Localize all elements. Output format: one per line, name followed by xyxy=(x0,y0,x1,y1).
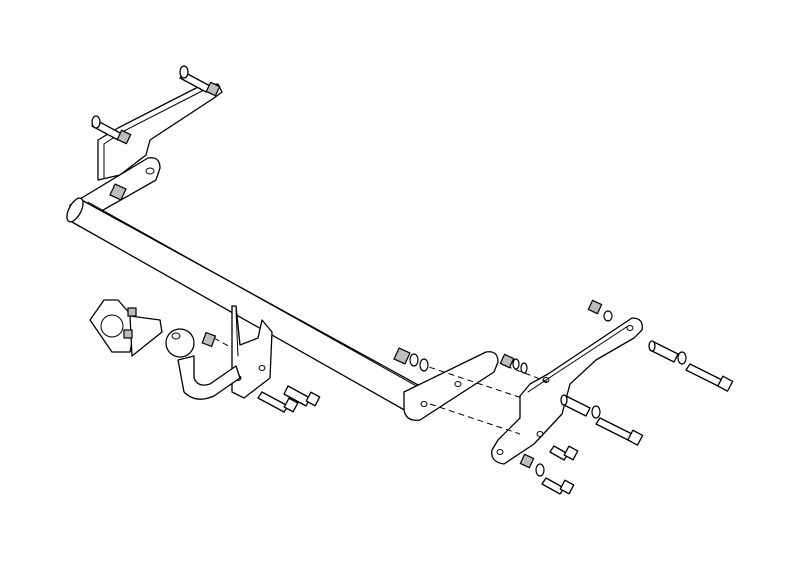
neck-bolt-2 xyxy=(257,391,299,413)
socket-plate xyxy=(89,299,163,357)
assembly-lines xyxy=(213,337,549,435)
neck-bolt-1 xyxy=(283,385,321,407)
spacer-sleeve-lower xyxy=(560,394,601,419)
tow-ball-neck xyxy=(165,305,273,400)
spacer-sleeve-upper xyxy=(648,340,687,365)
short-bolt-2 xyxy=(541,477,575,495)
right-side-bracket xyxy=(491,317,643,465)
center-nut-washer-set-1 xyxy=(393,347,429,372)
center-nut-washer-set-2 xyxy=(499,353,528,374)
long-bolt-lower xyxy=(595,417,644,446)
upper-right-nut-washer xyxy=(587,299,613,322)
left-bracket-stud-upper xyxy=(179,65,221,97)
left-side-bracket xyxy=(69,65,223,223)
long-bolt-upper xyxy=(685,363,734,392)
left-bracket-stud-lower xyxy=(91,115,132,145)
right-mounting-plate xyxy=(403,351,499,421)
short-bolt-1 xyxy=(549,445,579,461)
lower-nut-washer xyxy=(519,453,545,477)
